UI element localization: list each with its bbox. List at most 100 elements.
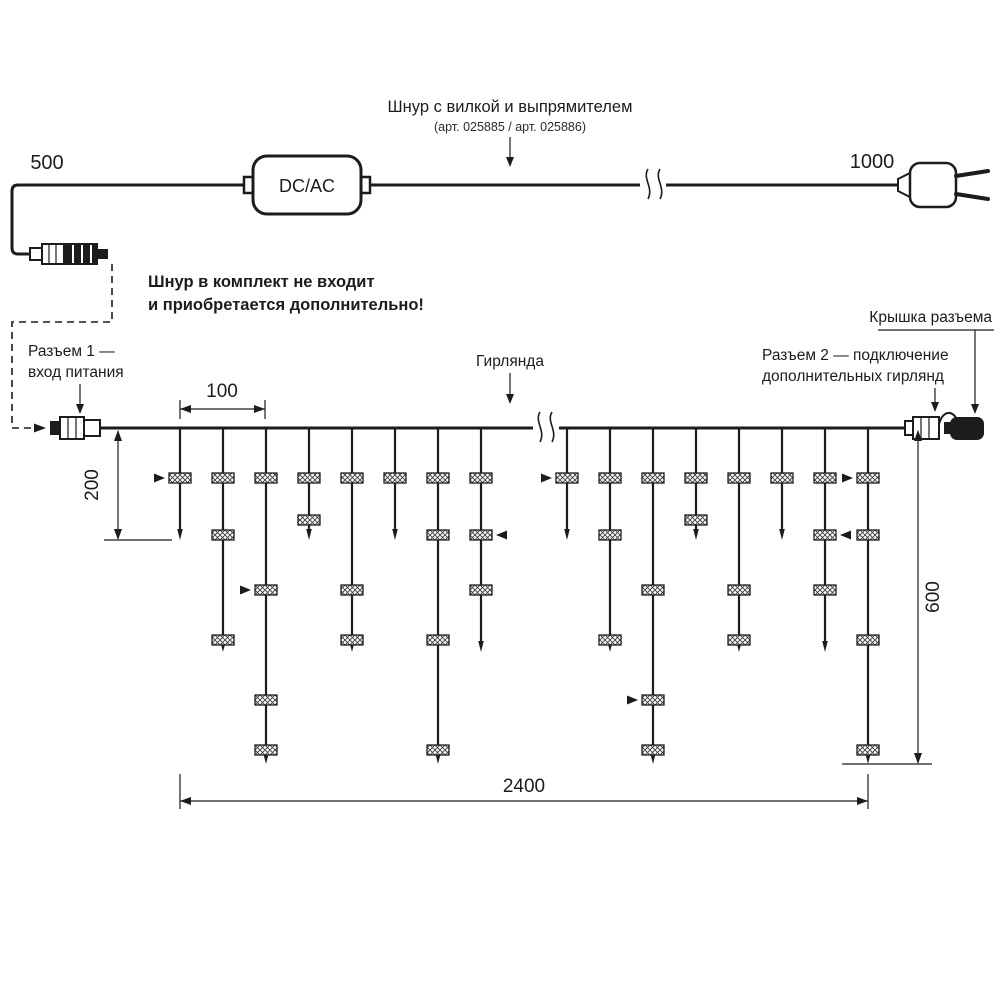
led-bulb	[641, 472, 665, 484]
down-arrow-icon	[506, 157, 514, 167]
plug-pin-bottom	[954, 192, 990, 201]
drop-tip	[263, 753, 269, 764]
right-arrow-icon	[34, 423, 46, 433]
connector2-label-line2: дополнительных гирлянд	[762, 368, 944, 385]
drop-tip	[177, 529, 183, 540]
led-bulb	[770, 472, 794, 484]
dim-2400-value: 2400	[503, 776, 545, 797]
led-bulb	[555, 472, 579, 484]
led-bulb	[684, 514, 708, 526]
drop-tip	[478, 641, 484, 652]
led-bulb	[469, 529, 493, 541]
direction-marker-icon	[840, 530, 851, 540]
garland-drop	[240, 429, 278, 764]
led-bulb	[383, 472, 407, 484]
connector1-label-line1: Разъем 1 —	[28, 343, 115, 360]
converter-label: DC/AC	[279, 176, 335, 196]
dc-output-connector	[29, 243, 108, 265]
garland-drop	[598, 429, 622, 652]
drop-tip	[306, 529, 312, 540]
power-cord-section: Шнур с вилкой и выпрямителем (арт. 02588…	[10, 98, 990, 433]
direction-marker-icon	[627, 695, 638, 705]
led-bulb	[856, 529, 880, 541]
led-bulb	[254, 694, 278, 706]
garland-drops	[154, 429, 880, 764]
led-bulb	[641, 694, 665, 706]
drop-tip	[779, 529, 785, 540]
drop-tip	[693, 529, 699, 540]
led-bulb	[684, 472, 708, 484]
down-arrow-icon	[506, 394, 514, 404]
garland-drop	[541, 429, 579, 540]
direction-marker-icon	[842, 473, 853, 483]
led-bulb	[727, 584, 751, 596]
led-bulb	[813, 584, 837, 596]
dim-200-value: 200	[82, 469, 103, 501]
dimension-100: 100	[179, 381, 266, 419]
led-bulb	[727, 634, 751, 646]
led-bulb	[340, 634, 364, 646]
down-arrow-icon	[931, 402, 939, 412]
garland-drop	[813, 429, 851, 652]
led-bulb	[297, 472, 321, 484]
led-bulb	[211, 472, 235, 484]
plug-pin-top	[954, 169, 990, 178]
drop-tip	[564, 529, 570, 540]
drop-tip	[650, 753, 656, 764]
led-bulb	[598, 634, 622, 646]
dimension-600: 600	[842, 430, 944, 765]
power-plug	[897, 161, 990, 209]
power-cord-art-numbers: (арт. 025885 / арт. 025886)	[434, 120, 586, 134]
led-bulb	[856, 634, 880, 646]
garland-drop	[297, 429, 321, 540]
led-bulb	[254, 744, 278, 756]
cap-label: Крышка разъема	[869, 309, 992, 326]
led-bulb	[856, 472, 880, 484]
led-bulb	[254, 584, 278, 596]
cap-nub	[944, 422, 952, 434]
garland-label: Гирлянда	[476, 353, 544, 370]
garland-break-icon	[533, 411, 559, 443]
led-bulb	[426, 634, 450, 646]
led-bulb	[211, 634, 235, 646]
drop-tip	[435, 753, 441, 764]
garland-output-connector	[904, 412, 984, 440]
drop-tip	[865, 753, 871, 764]
direction-marker-icon	[496, 530, 507, 540]
direction-marker-icon	[240, 585, 251, 595]
led-bulb	[254, 472, 278, 484]
led-bulb	[340, 584, 364, 596]
led-bulb	[598, 472, 622, 484]
garland-input-connector	[50, 416, 101, 440]
garland-drop	[770, 429, 794, 540]
dc-ac-converter: DC/AC	[242, 154, 372, 216]
led-bulb	[469, 472, 493, 484]
connector1-label-line2: вход питания	[28, 364, 124, 381]
cord-left-length: 500	[30, 152, 63, 174]
led-bulb	[168, 472, 192, 484]
note-line-1: Шнур в комплект не входит	[148, 273, 375, 291]
garland-drop	[627, 429, 665, 764]
cord-right-length: 1000	[850, 151, 895, 173]
garland-drop	[426, 429, 450, 764]
dimension-2400: 2400	[179, 774, 869, 809]
led-bulb	[813, 529, 837, 541]
cord-break-icon	[640, 168, 666, 200]
dim-100-value: 100	[206, 381, 238, 402]
garland-section: Разъем 1 — вход питания Гирлянда Крышка …	[28, 309, 994, 809]
garland-drop	[684, 429, 708, 540]
drop-tip	[392, 529, 398, 540]
led-bulb	[426, 472, 450, 484]
garland-drop	[469, 429, 507, 652]
dim-600-value: 600	[923, 581, 944, 613]
garland-drop	[154, 429, 192, 540]
led-bulb	[641, 584, 665, 596]
led-bulb	[297, 514, 321, 526]
direction-marker-icon	[541, 473, 552, 483]
led-bulb	[426, 529, 450, 541]
led-bulb	[641, 744, 665, 756]
connector-cap	[950, 417, 984, 440]
led-bulb	[340, 472, 364, 484]
power-cord-title: Шнур с вилкой и выпрямителем	[388, 98, 633, 116]
